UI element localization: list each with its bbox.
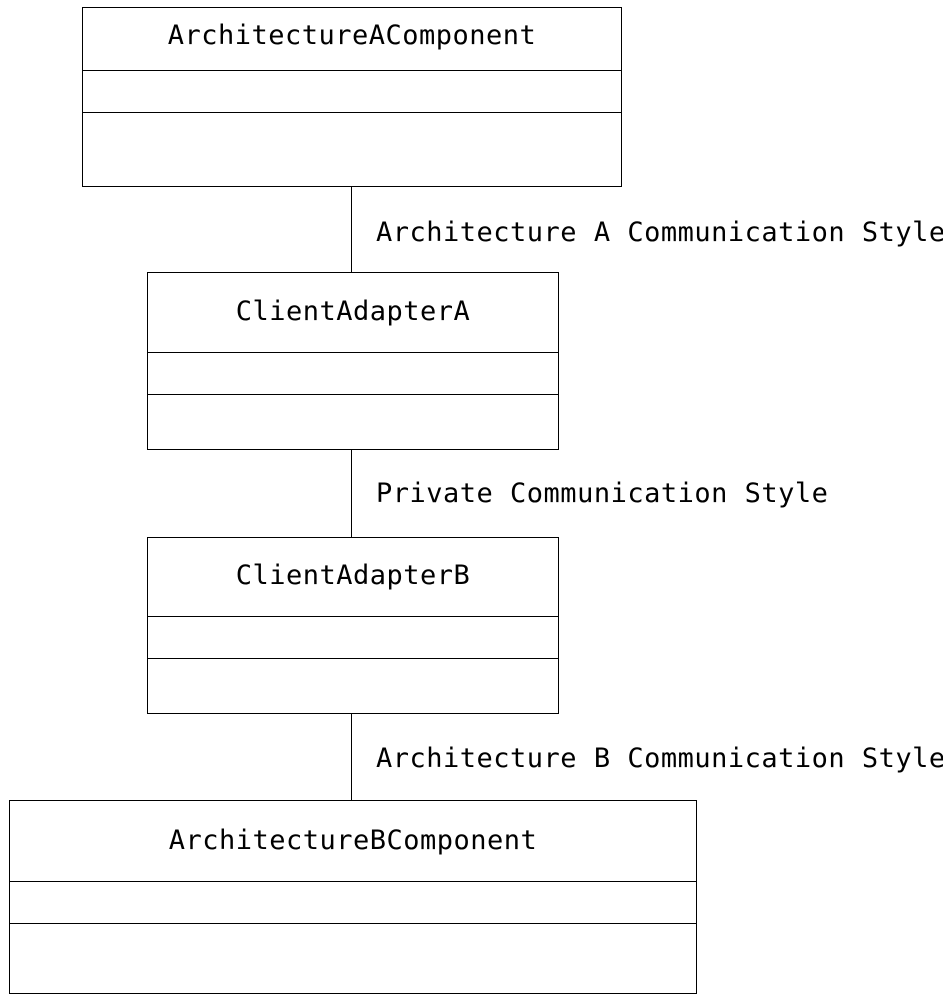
class-name: ClientAdapterB — [148, 538, 558, 617]
association-line — [351, 450, 352, 537]
class-operations-compartment — [83, 113, 621, 186]
class-box-architecture-a-component: ArchitectureAComponent — [82, 7, 622, 187]
class-operations-compartment — [148, 659, 558, 713]
class-attributes-compartment — [83, 71, 621, 113]
class-attributes-compartment — [10, 882, 696, 924]
class-box-client-adapter-a: ClientAdapterA — [147, 272, 559, 450]
class-name: ClientAdapterA — [148, 273, 558, 353]
class-attributes-compartment — [148, 353, 558, 395]
association-label: Architecture B Communication Style — [376, 743, 943, 774]
class-attributes-compartment — [148, 617, 558, 659]
association-label: Private Communication Style — [376, 478, 829, 509]
class-name: ArchitectureAComponent — [83, 8, 621, 71]
class-box-client-adapter-b: ClientAdapterB — [147, 537, 559, 714]
association-line — [351, 714, 352, 800]
class-name: ArchitectureBComponent — [10, 801, 696, 882]
class-operations-compartment — [10, 924, 696, 993]
association-label: Architecture A Communication Style — [376, 217, 943, 248]
class-box-architecture-b-component: ArchitectureBComponent — [9, 800, 697, 994]
class-operations-compartment — [148, 395, 558, 449]
association-line — [351, 187, 352, 272]
